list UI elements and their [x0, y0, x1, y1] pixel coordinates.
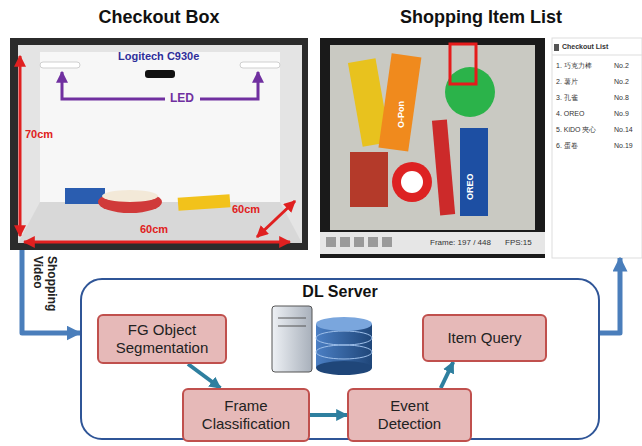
flow-arrow [441, 362, 454, 388]
database-icon [316, 361, 372, 375]
process-box: Frame Classification [182, 388, 310, 442]
package-text: OREO [465, 173, 475, 200]
camera [145, 70, 175, 78]
flow-arrow [188, 364, 220, 388]
process-box: Event Detection [347, 388, 472, 442]
frame-counter: Frame: 197 / 448 [430, 238, 491, 247]
control-button [340, 237, 350, 247]
list-number: No.9 [614, 110, 629, 118]
group-title: DL Server [82, 283, 598, 301]
server-icon [278, 318, 306, 319]
fps-counter: FPS:15 [505, 238, 532, 247]
product-stick [432, 119, 455, 215]
product-packet [378, 53, 421, 151]
list-item: 4. OREO [556, 110, 584, 118]
list-number: No.19 [614, 142, 633, 150]
product-packet [178, 194, 231, 211]
edge-label: Shopping Video [30, 256, 58, 318]
flow-arrow [310, 413, 347, 417]
panel-title: Checkout Box [10, 7, 308, 28]
dimension-arrow [24, 241, 290, 244]
dimension-label: 60cm [232, 203, 260, 216]
product-round [401, 171, 423, 193]
process-box: FG Object Segmentation [97, 314, 227, 364]
list-header: Checkout List [562, 43, 608, 51]
list-item: 2. 薯片 [556, 78, 578, 86]
box-floor [18, 202, 302, 243]
photo-frame [10, 38, 308, 250]
product-round [445, 67, 495, 117]
photo-panel: Checkout Box [10, 38, 308, 250]
led-label: LED [170, 92, 194, 106]
dimension-label: 70cm [25, 128, 53, 141]
box-wall [18, 45, 302, 243]
server-icon [272, 306, 312, 372]
flow-arrow [600, 258, 620, 333]
dimension-arrow [257, 201, 295, 237]
control-button [326, 237, 336, 247]
list-item: 5. KiDO 夾心 [556, 126, 596, 134]
pointer-arrow [62, 72, 165, 99]
list-number: No.8 [614, 94, 629, 102]
product-round [392, 162, 432, 202]
control-button [382, 237, 392, 247]
detection-outline [450, 44, 476, 84]
control-bar [320, 232, 545, 254]
list-number: No.2 [614, 78, 629, 86]
list-item: 6. 蛋卷 [556, 142, 578, 150]
list-divider [552, 55, 642, 56]
video-frame [320, 38, 545, 258]
control-button [354, 237, 364, 247]
pointer-arrow [200, 72, 258, 99]
camera-label: Logitech C930e [118, 50, 199, 63]
back-wall [40, 52, 280, 202]
list-item: 1. 巧克力棒 [556, 62, 592, 70]
dimension-label: 60cm [140, 223, 168, 236]
product-box [460, 128, 488, 216]
led-light [240, 62, 280, 68]
process-label: Item Query [447, 329, 521, 347]
product-box [350, 152, 388, 207]
process-label: Event Detection [357, 397, 462, 433]
server-group: DL Server FG Object SegmentationFrame Cla… [80, 278, 600, 440]
dimension-arrow [19, 56, 22, 236]
flow-arrow [22, 250, 80, 333]
list-number: No.14 [614, 126, 633, 134]
list-panel [552, 38, 642, 258]
package-text: O-Pon [396, 101, 406, 128]
screenshot-panel: Shopping Item List [320, 38, 642, 258]
process-label: FG Object Segmentation [107, 321, 217, 357]
database-icon [316, 331, 372, 345]
server-icon [278, 326, 306, 327]
database-icon [316, 317, 372, 331]
product-bowl [98, 191, 162, 213]
list-item: 3. 孔雀 [556, 94, 578, 102]
process-label: Frame Classification [192, 397, 300, 433]
panel-title: Shopping Item List [320, 7, 642, 28]
database-icon [316, 345, 372, 359]
product-bowl-lid [102, 190, 158, 202]
process-box: Item Query [422, 314, 547, 362]
control-button [368, 237, 378, 247]
list-number: No.2 [614, 62, 629, 70]
led-light [40, 62, 80, 68]
list-icon [554, 44, 559, 51]
video-content [330, 45, 535, 230]
